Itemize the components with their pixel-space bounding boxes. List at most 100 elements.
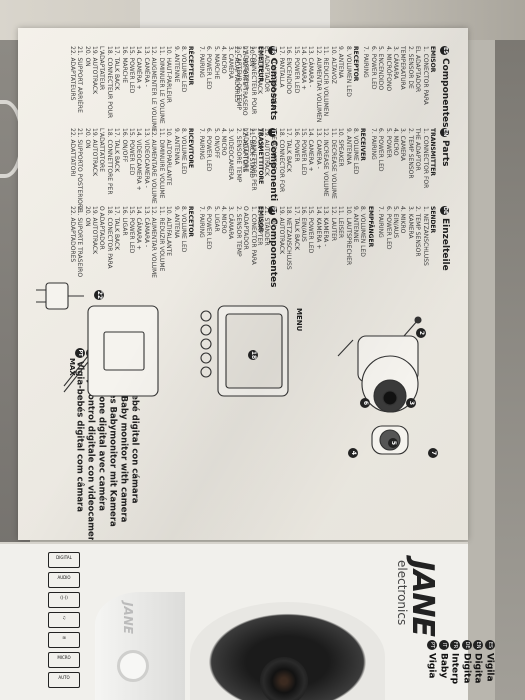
camera-brand: JANE — [121, 602, 135, 634]
part-item: L'ADATTATORE — [98, 128, 106, 172]
part-item: 10. ALTOPARLANTE — [165, 128, 173, 186]
part-item: 18. CONNETTORE PER — [105, 128, 113, 195]
section-heading: EMPFÄNGER — [366, 206, 374, 248]
language-flag-icon: IT — [439, 640, 449, 650]
background-right — [495, 40, 525, 700]
part-item: 11. DECREASE VOLUME — [329, 128, 337, 199]
part-item: 19. AUTOTRACK — [91, 128, 99, 177]
part-item: 11. DIMINUER LE VOLUME — [157, 46, 165, 124]
part-item: 5. ENCENDIDO — [377, 46, 385, 91]
part-item: 13. CAMÉRA - — [142, 46, 150, 87]
part-item: 15. POWER LED — [307, 206, 315, 254]
camera-head — [190, 602, 385, 700]
column-title: Componentes — [268, 218, 278, 288]
part-item: 10. ALTAVOZ — [329, 46, 337, 84]
diagram-number: 6 — [360, 398, 370, 408]
part-item: 17. TALK BACK — [113, 46, 121, 91]
camera-lens — [260, 657, 308, 700]
part-item: 5. POWER — [384, 128, 392, 158]
feature-icon: AUTO — [48, 672, 80, 688]
part-item: L'ADAPTATEUR — [98, 46, 106, 91]
box-language-text: Vigia — [427, 653, 437, 679]
part-item: 2. SENSORE TEMP — [234, 128, 242, 183]
part-item: 11. DIMINUIRE VOLUME — [157, 128, 165, 199]
part-item: 15. POWER LED — [292, 46, 300, 94]
part-item: 21. SUPPORT ARRIÈRE — [76, 46, 84, 113]
monitor-back-diagram — [63, 305, 159, 397]
max-label: MAX — [68, 358, 76, 376]
part-item: 19. AUTOTRACK — [91, 206, 99, 255]
part-item: 16. ENCENDIDO — [285, 46, 293, 94]
section-heading: EMISOR — [429, 46, 436, 73]
part-item: 10. HAUT-PARLEUR — [165, 46, 173, 103]
part-item: 17. TALK BACK — [285, 128, 293, 173]
part-item: 17. TALK BACK — [113, 206, 121, 251]
part-item: 12. AUMENTARE VOLUME — [150, 128, 158, 204]
part-item: 7. PAIRING — [377, 206, 385, 238]
column-title: Parts — [440, 140, 450, 167]
part-item: 4. MICRO — [219, 46, 227, 74]
diagram-number: 3 — [406, 398, 416, 408]
part-item: 1. NETZANSCHLUSS — [421, 206, 429, 266]
box-language-item: PTVigia — [426, 640, 438, 684]
part-item: 13. KAMERA - — [322, 206, 330, 247]
part-item: 18. CONECTOR PARA — [105, 206, 113, 269]
diagram-number: 7 — [428, 448, 438, 458]
diagram-number: 4 — [348, 448, 358, 458]
part-item: 9. ANTENNE — [172, 46, 180, 83]
part-item: 2. CAPTEUR DE TEMP — [234, 46, 242, 111]
column-title: Composants — [268, 58, 278, 121]
part-item: 16. MARCHE — [120, 46, 128, 84]
part-item: 5. LIGAR — [212, 206, 220, 232]
part-item: 22. ADATTATORI — [68, 128, 76, 177]
part-item: 7. PAIRING — [362, 46, 370, 78]
part-item: 14. CAMERA + — [307, 128, 315, 172]
part-item: 8. VOLUMEN LED — [344, 46, 352, 97]
camera-body: JANE — [95, 592, 185, 700]
part-item: 19. AUTOTRACK — [91, 46, 99, 95]
part-item: 2. SENSOR TEMP — [234, 206, 242, 257]
part-item: 12. AUMENTAR VOLUME — [150, 206, 158, 278]
box-language-item: ENDigita — [472, 640, 484, 684]
box-language-item: DEDigita — [461, 640, 472, 684]
language-flag-icon: DE — [440, 206, 449, 215]
part-item: 15. POWER LED — [128, 206, 136, 254]
part-item: 3. KAMERA — [406, 206, 414, 239]
part-item: 14. KAMERA + — [314, 206, 322, 250]
part-item: 20. ON — [83, 46, 91, 67]
part-item: 10. LAUTSPRECHER — [344, 206, 352, 266]
part-item: 2. SENSOR DE — [406, 46, 414, 89]
box-language-text: Digita — [461, 653, 472, 684]
part-item: 8. VOLUME LED — [179, 46, 187, 93]
part-item: 13. VIDEOCAMERA - — [142, 128, 150, 188]
box-language-item: ESVigila — [484, 640, 495, 684]
section-heading: RICEVITORE — [187, 128, 195, 169]
feature-icon: ((·)) — [48, 592, 80, 608]
section-heading: RECETOR — [187, 206, 195, 238]
brand-subname: electronics — [395, 560, 409, 626]
part-item: 3. CAMERA — [399, 128, 407, 161]
feature-icon: ⊞ — [48, 632, 80, 648]
part-item: 1. CONNETTORE PER — [249, 128, 257, 191]
feature-icon: DIGITAL — [48, 552, 80, 568]
part-item: 14. CAMÉRA + — [135, 46, 143, 90]
part-item: 12. INCREASE VOLUME — [322, 128, 330, 197]
part-item: 4. MIKRO — [399, 206, 407, 234]
adaptor-diagram — [36, 282, 84, 310]
part-item: 6. POWER LED — [205, 206, 213, 250]
part-item: 7. PAIRING — [197, 46, 205, 78]
section-heading: EMISOR — [257, 206, 264, 233]
part-item: 10. ALTIFALANTE — [165, 206, 173, 257]
part-item: 3. VIDEOCAMERA — [227, 128, 235, 180]
part-item: 8. VOLUMEN LED — [359, 206, 367, 257]
part-item: 7. PAIRING — [197, 206, 205, 238]
part-item: THE ADAPTOR — [414, 128, 422, 171]
language-flag-icon: EN — [473, 640, 484, 650]
